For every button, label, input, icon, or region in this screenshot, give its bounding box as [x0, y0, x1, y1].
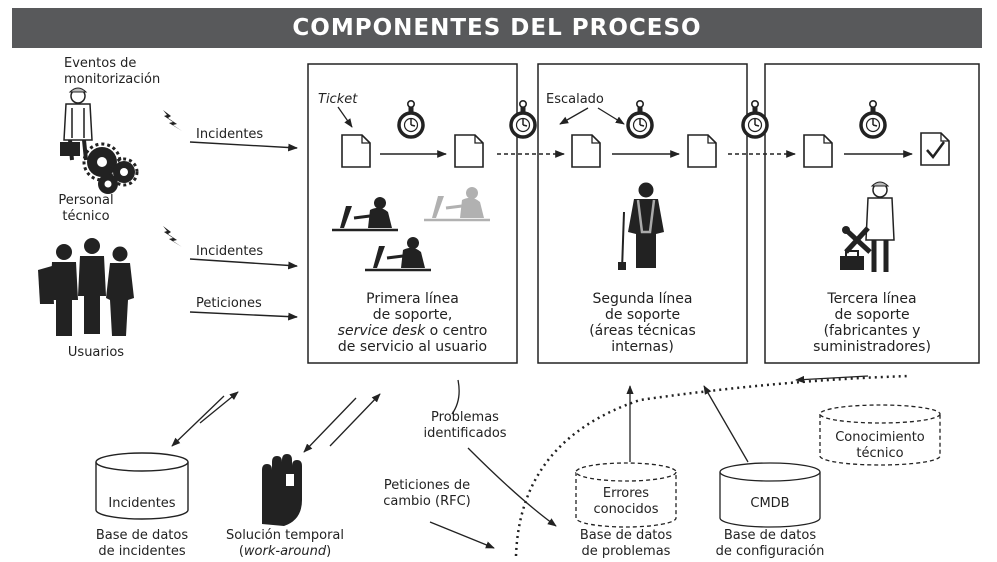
- requests-arrow-label: Peticiones: [196, 296, 262, 311]
- document-icon: [571, 134, 601, 168]
- problems-curve: [451, 379, 460, 415]
- database-icon-knowledge: [819, 404, 941, 466]
- first-line-sub2: service desk o centro: [308, 322, 517, 340]
- database-icon-incidents: [95, 452, 189, 520]
- db-link-arrow: [171, 395, 225, 447]
- cmdb-db-label: CMDB: [750, 496, 790, 511]
- computer-user-icon: [363, 235, 433, 272]
- db-link-arrow: [199, 391, 239, 424]
- technician-icon: [60, 87, 93, 161]
- first-line-sub1: de soporte,: [372, 307, 453, 323]
- incidents-db-caption-1: Base de datos: [95, 528, 189, 543]
- rfc-label-line2: cambio (RFC): [383, 494, 471, 509]
- cmdb-up-arrow: [703, 385, 749, 463]
- incidents-db-caption-2: de incidentes: [98, 544, 186, 559]
- events-label-line2: monitorización: [64, 72, 161, 87]
- rfc-arrow: [429, 521, 495, 549]
- second-line-title: Segunda línea: [592, 291, 693, 307]
- incidents-arrow-label-2: Incidentes: [196, 244, 264, 259]
- second-line-box: [537, 63, 748, 364]
- gears-icon: [82, 142, 139, 194]
- computer-user-icon-faded: [422, 185, 492, 222]
- events-label-line1: Eventos de: [64, 56, 137, 71]
- stopwatch-icon: [859, 99, 887, 139]
- stopwatch-icon: [626, 99, 654, 139]
- paren-close: ): [326, 544, 332, 559]
- stopwatch-icon: [509, 99, 537, 139]
- work-around-text: work-around: [243, 544, 327, 559]
- escalado-label: Escalado: [546, 92, 604, 107]
- ticket-label: Ticket: [318, 92, 358, 107]
- diagram-title: COMPONENTES DEL PROCESO: [292, 15, 702, 41]
- knowledge-db-label-1: Conocimiento: [835, 430, 925, 445]
- cmdb-caption-1: Base de datos: [723, 528, 817, 543]
- problems-label-line1: Problemas: [431, 410, 499, 425]
- incidents-arrow-1: [189, 141, 298, 152]
- third-line-sub2: (fabricantes y: [823, 323, 921, 339]
- incidents-db-label: Incidentes: [108, 496, 176, 511]
- escalado-arrow-left: [559, 107, 589, 125]
- title-banner: COMPONENTES DEL PROCESO: [12, 8, 982, 48]
- third-line-sub1: de soporte: [834, 307, 910, 323]
- second-line-sub1: de soporte: [604, 307, 681, 323]
- escalado-arrow-right: [597, 107, 625, 125]
- lightning-icon: [163, 226, 182, 247]
- document-icon: [687, 134, 717, 168]
- second-line-sub3: internas): [611, 339, 674, 355]
- database-icon-cmdb: [719, 462, 821, 528]
- toolbox-icon: [840, 250, 864, 270]
- problems-label-line2: identificados: [423, 426, 507, 441]
- first-line-sub2-rest: o centro: [425, 323, 488, 339]
- incidents-arrow-2: [189, 258, 298, 270]
- users-group-icon: [38, 238, 134, 336]
- database-icon-known-errors: [575, 462, 677, 528]
- service-desk-text: service desk: [337, 323, 426, 339]
- third-line-sub3: suministradores): [813, 339, 931, 355]
- first-line-box: [307, 63, 518, 364]
- document-icon: [454, 134, 484, 168]
- stop-hand-icon: [262, 454, 302, 526]
- lightning-icon: [163, 110, 182, 131]
- workaround-link-arrow: [303, 397, 357, 453]
- document-icon: [803, 134, 833, 168]
- requests-arrow: [189, 311, 298, 321]
- knowledge-arrow: [795, 375, 869, 384]
- personal-label-line2: técnico: [62, 209, 110, 224]
- knowledge-db-label-2: técnico: [856, 446, 904, 461]
- incidents-arrow-label-1: Incidentes: [196, 127, 264, 142]
- rfc-label-line1: Peticiones de: [383, 478, 471, 493]
- personal-label-line1: Personal: [58, 193, 114, 208]
- cmdb-caption-2: de configuración: [715, 544, 825, 559]
- workaround-link-arrow: [329, 393, 381, 447]
- workaround-caption-2: (work-around): [220, 544, 350, 560]
- known-errors-db-label-2: conocidos: [593, 502, 659, 517]
- paren-open: (: [238, 544, 244, 559]
- problems-db-caption-1: Base de datos: [579, 528, 673, 543]
- document-icon: [341, 134, 371, 168]
- computer-user-icon: [330, 195, 400, 232]
- workaround-caption-1: Solución temporal: [225, 528, 345, 543]
- known-errors-db-label-1: Errores: [602, 486, 650, 501]
- tools-icon: [842, 226, 872, 254]
- second-line-sub2: (áreas técnicas: [589, 323, 696, 339]
- technician-icon: [618, 182, 664, 271]
- ticket-pointer-arrow: [337, 106, 353, 128]
- checked-document-icon: [920, 132, 950, 166]
- third-line-box: [764, 63, 980, 364]
- users-label: Usuarios: [67, 345, 125, 360]
- first-line-sub3: de servicio al usuario: [337, 339, 488, 355]
- third-line-title: Tercera línea: [827, 291, 917, 307]
- stopwatch-icon: [397, 99, 425, 139]
- first-line-title: Primera línea: [366, 291, 459, 307]
- problems-db-caption-2: de problemas: [581, 544, 671, 559]
- problems-arrow: [467, 447, 557, 527]
- technician-icon: [865, 181, 895, 272]
